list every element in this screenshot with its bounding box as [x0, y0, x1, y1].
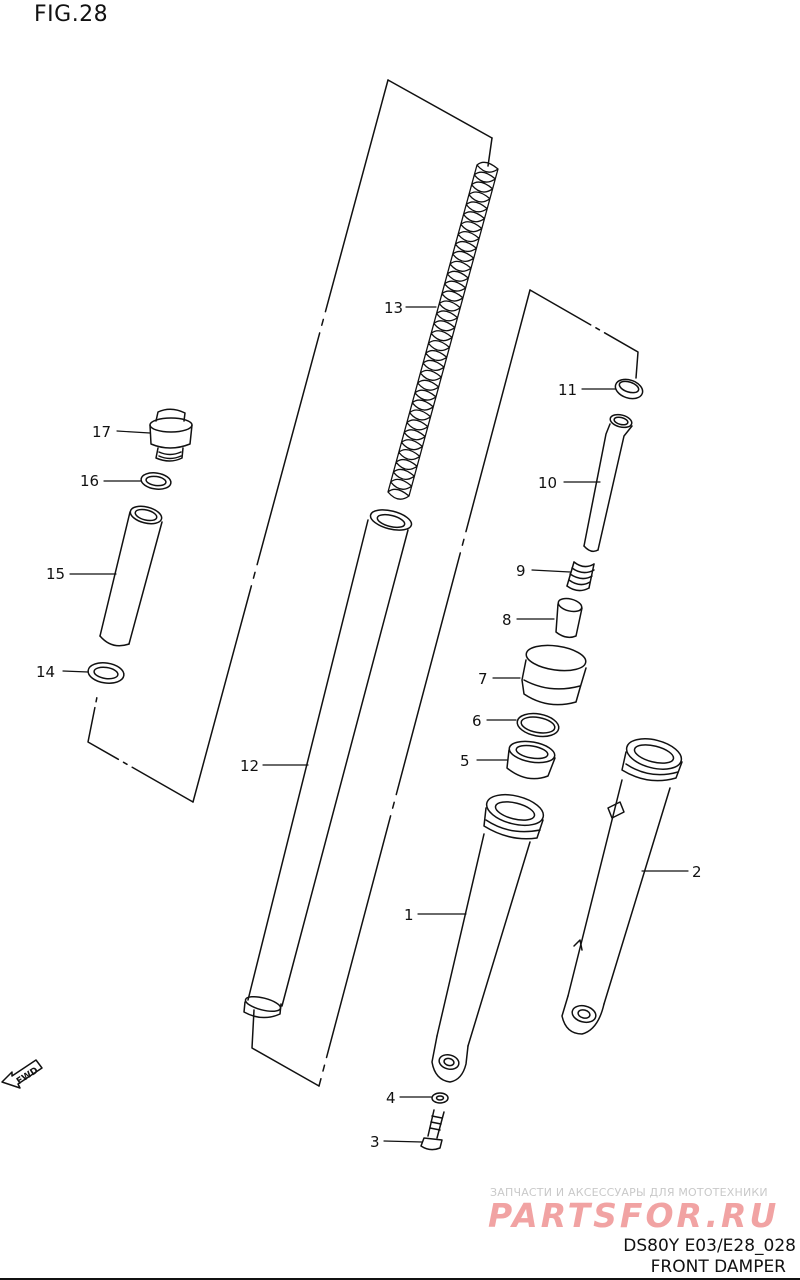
outer-tube-1 — [431, 793, 545, 1083]
callout-15: 15 — [46, 565, 65, 583]
callout-13: 13 — [384, 299, 403, 317]
washer-4 — [431, 1092, 449, 1104]
oil-lock-piece — [555, 597, 583, 639]
callout-7: 7 — [478, 670, 488, 688]
callout-16: 16 — [80, 472, 99, 490]
callout-12: 12 — [240, 757, 259, 775]
callout-11: 11 — [558, 381, 577, 399]
diagram-title: FRONT DAMPER — [650, 1257, 786, 1277]
ring-11 — [614, 378, 644, 400]
callout-6: 6 — [472, 712, 482, 730]
callout-labels: 17 16 15 14 13 12 11 10 9 8 7 6 5 4 3 2 … — [36, 299, 702, 1151]
dust-seal — [521, 644, 587, 706]
callout-5: 5 — [460, 752, 470, 770]
watermark-logo: PARTSFOR.RU — [488, 1196, 780, 1235]
callout-2: 2 — [692, 863, 702, 881]
washer-16 — [140, 472, 172, 490]
callout-1: 1 — [404, 906, 414, 924]
fwd-arrow-icon: FWD — [1, 1059, 43, 1089]
callout-8: 8 — [502, 611, 512, 629]
assembly-bracket-right — [251, 289, 639, 1087]
callout-3: 3 — [370, 1133, 380, 1151]
fork-spring — [387, 161, 499, 500]
callout-14: 14 — [36, 663, 55, 681]
inner-tube — [243, 509, 413, 1019]
diagram-code: DS80Y E03/E28_028 — [623, 1236, 796, 1256]
washer-14 — [87, 662, 125, 684]
watermark-tagline: ЗАПЧАСТИ И АКСЕССУАРЫ ДЛЯ МОТОТЕХНИКИ — [490, 1186, 768, 1199]
leader-lines — [62, 306, 689, 1143]
bolt-3 — [420, 1109, 445, 1151]
bushing — [506, 740, 556, 780]
outer-tube-2 — [561, 738, 683, 1035]
figure-label: FIG.28 — [34, 2, 109, 27]
callout-9: 9 — [516, 562, 526, 580]
assembly-bracket-left — [87, 79, 493, 803]
bottom-rule — [0, 1278, 800, 1280]
callout-4: 4 — [386, 1089, 396, 1107]
callout-10: 10 — [538, 474, 557, 492]
rebound-spring — [566, 561, 595, 592]
o-ring — [516, 712, 560, 738]
drain-bolt — [149, 408, 193, 462]
damper-rod — [583, 413, 633, 553]
callout-17: 17 — [92, 423, 111, 441]
